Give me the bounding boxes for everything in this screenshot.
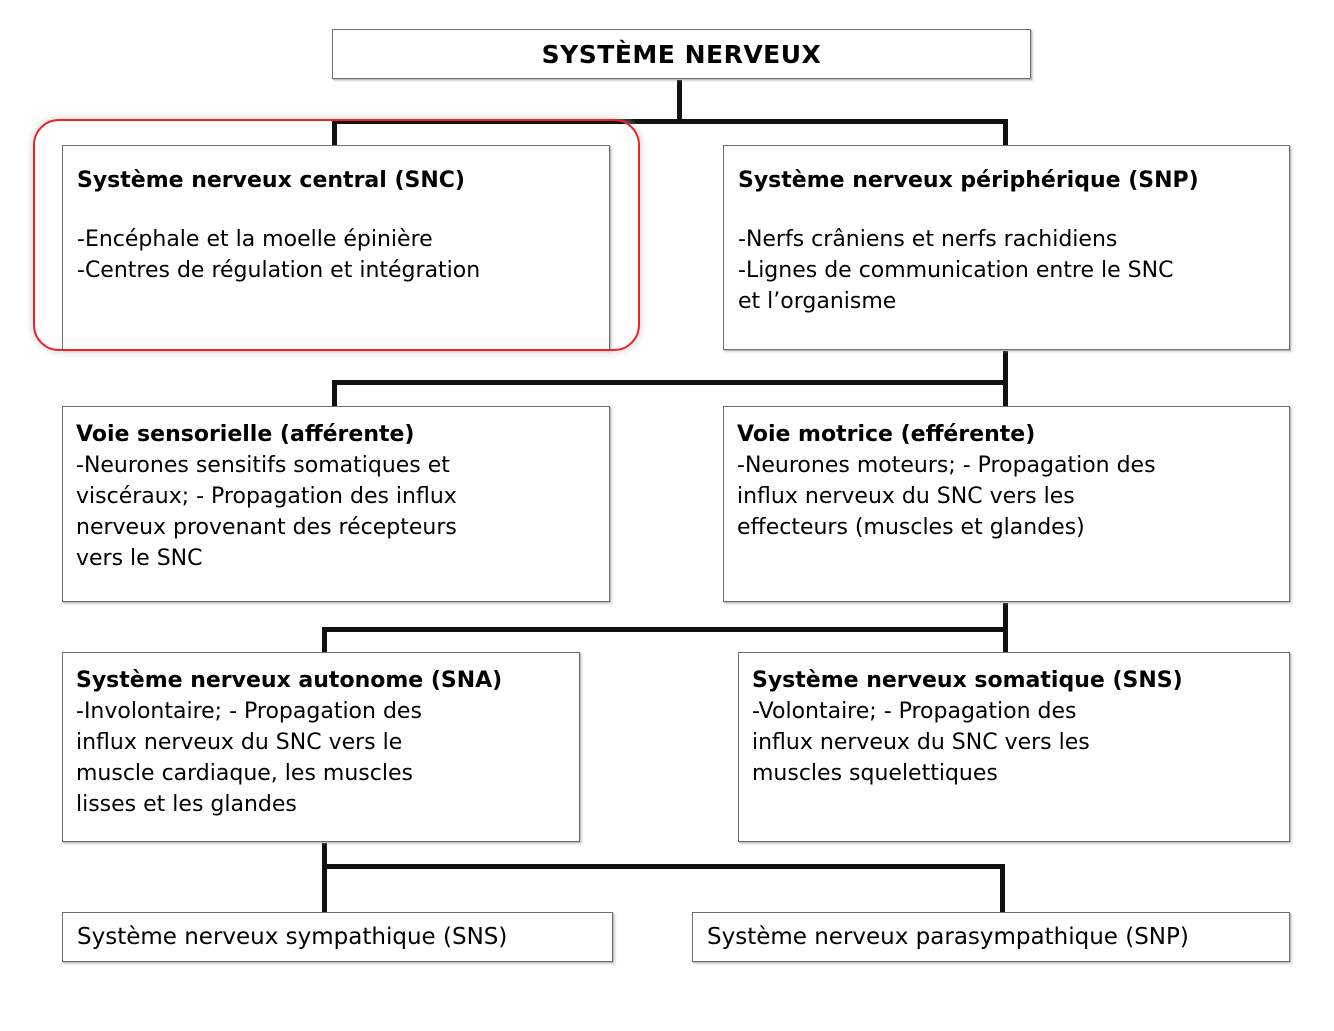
node-sensorielle-line-2: viscéraux; - Propagation des influx	[76, 484, 457, 509]
connector-snp-stem	[1003, 350, 1008, 385]
node-sensorielle-line-1: -Neurones sensitifs somatiques et	[76, 453, 450, 478]
connector-level3-bar	[332, 380, 1008, 385]
node-systeme-nerveux-autonome[interactable]: Système nerveux autonome (SNA) -Involont…	[62, 652, 580, 842]
node-snp-line-2: -Lignes de communication entre le SNC	[738, 258, 1174, 283]
node-sna-line-1: -Involontaire; - Propagation des	[76, 699, 422, 724]
node-snc-title: Système nerveux central (SNC)	[77, 168, 465, 193]
node-systeme-nerveux-peripherique[interactable]: Système nerveux périphérique (SNP) -Nerf…	[723, 145, 1290, 350]
node-sympathique-title: Système nerveux sympathique (SNS)	[77, 924, 508, 950]
connector-root-bar	[332, 119, 1008, 124]
node-sensorielle-line-4: vers le SNC	[76, 546, 203, 571]
node-sensorielle-details: -Neurones sensitifs somatiques et viscér…	[76, 450, 596, 574]
connector-level4-bar	[322, 627, 1008, 632]
node-sna-line-2: influx nerveux du SNC vers le	[76, 730, 403, 755]
node-snp-line-1: -Nerfs crâniens et nerfs rachidiens	[738, 227, 1118, 252]
node-systeme-nerveux-sympathique[interactable]: Système nerveux sympathique (SNS)	[62, 912, 613, 962]
connector-drop-snp	[1003, 119, 1008, 149]
connector-drop-sensorielle	[332, 380, 337, 410]
connector-drop-sns	[1003, 627, 1008, 657]
node-voie-motrice[interactable]: Voie motrice (efférente) -Neurones moteu…	[723, 406, 1290, 602]
node-parasympathique-title: Système nerveux parasympathique (SNP)	[707, 924, 1189, 950]
node-sna-title: Système nerveux autonome (SNA)	[76, 668, 503, 693]
node-sna-line-4: lisses et les glandes	[76, 792, 297, 817]
node-motrice-title: Voie motrice (efférente)	[737, 422, 1036, 447]
connector-drop-motrice	[1003, 380, 1008, 410]
node-sna-line-3: muscle cardiaque, les muscles	[76, 761, 413, 786]
connector-drop-sna	[322, 627, 327, 657]
node-snc-line-2: -Centres de régulation et intégration	[77, 258, 481, 283]
node-sns-title: Système nerveux somatique (SNS)	[752, 668, 1183, 693]
node-snp-details: -Nerfs crâniens et nerfs rachidiens -Lig…	[738, 224, 1275, 317]
node-snc-line-1: -Encéphale et la moelle épinière	[77, 227, 433, 252]
node-snp-line-3: et l’organisme	[738, 289, 897, 314]
node-sns-line-3: muscles squelettiques	[752, 761, 998, 786]
connector-drop-parasympathique	[1000, 864, 1005, 916]
connector-level5-bar	[322, 864, 1005, 869]
connector-drop-sympathique	[322, 864, 327, 916]
node-root-title: SYSTÈME NERVEUX	[541, 39, 822, 69]
node-motrice-line-2: influx nerveux du SNC vers les	[737, 484, 1075, 509]
node-motrice-line-1: -Neurones moteurs; - Propagation des	[737, 453, 1156, 478]
node-sns-details: -Volontaire; - Propagation des influx ne…	[752, 696, 1276, 789]
node-systeme-nerveux-parasympathique[interactable]: Système nerveux parasympathique (SNP)	[692, 912, 1290, 962]
node-systeme-nerveux-somatique[interactable]: Système nerveux somatique (SNS) -Volonta…	[738, 652, 1290, 842]
connector-root-stem	[677, 79, 682, 122]
connector-drop-snc	[332, 119, 337, 149]
connector-motrice-stem	[1003, 602, 1008, 632]
node-sns-line-1: -Volontaire; - Propagation des	[752, 699, 1077, 724]
node-snp-title: Système nerveux périphérique (SNP)	[738, 168, 1199, 193]
node-systeme-nerveux[interactable]: SYSTÈME NERVEUX	[332, 29, 1031, 79]
node-systeme-nerveux-central[interactable]: Système nerveux central (SNC) -Encéphale…	[62, 145, 610, 350]
node-motrice-details: -Neurones moteurs; - Propagation des inf…	[737, 450, 1276, 543]
node-sns-line-2: influx nerveux du SNC vers les	[752, 730, 1090, 755]
node-sensorielle-line-3: nerveux provenant des récepteurs	[76, 515, 457, 540]
node-sna-details: -Involontaire; - Propagation des influx …	[76, 696, 566, 820]
node-voie-sensorielle[interactable]: Voie sensorielle (afférente) -Neurones s…	[62, 406, 610, 602]
node-motrice-line-3: effecteurs (muscles et glandes)	[737, 515, 1085, 540]
node-sensorielle-title: Voie sensorielle (afférente)	[76, 422, 415, 447]
node-snc-details: -Encéphale et la moelle épinière -Centre…	[77, 224, 595, 286]
